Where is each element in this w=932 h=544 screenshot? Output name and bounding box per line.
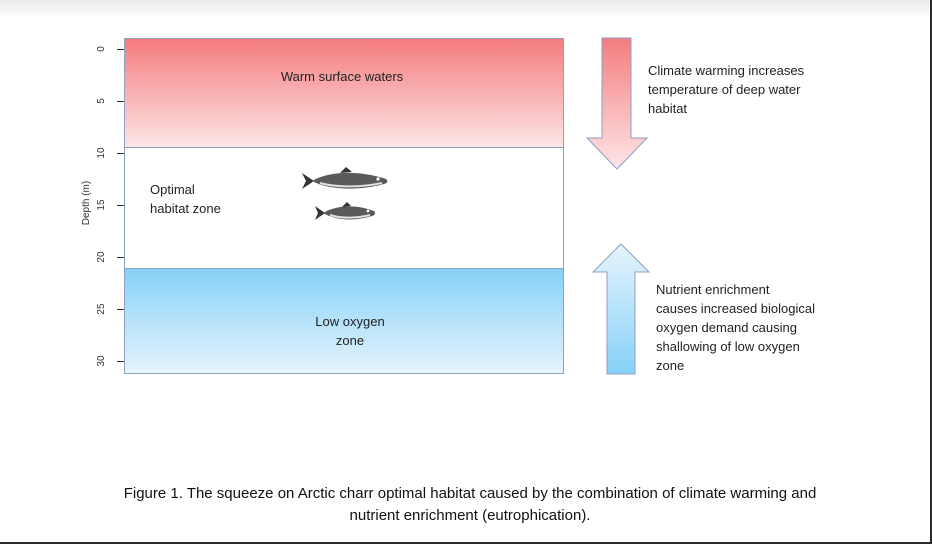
tick-mark (117, 309, 125, 310)
optimal-zone-label: Optimal habitat zone (150, 182, 221, 216)
tick-mark (117, 49, 125, 50)
tick-mark (117, 101, 125, 102)
top-shade (0, 0, 930, 18)
low-oxygen-zone (124, 268, 564, 374)
warm-zone-label: Warm surface waters (280, 69, 404, 84)
tick-mark (117, 361, 125, 362)
warm-surface-zone (124, 38, 564, 148)
tick-label: 5 (96, 98, 107, 104)
tick-label: 20 (96, 251, 107, 263)
tick-label: 10 (96, 147, 107, 159)
tick-label: 15 (96, 199, 107, 211)
tick-label: 25 (96, 303, 107, 315)
up-arrow-icon (591, 243, 651, 375)
nutrient-enrichment-note: Nutrient enrichment causes increased bio… (656, 282, 815, 373)
down-arrow-icon (585, 37, 649, 170)
climate-warming-note: Climate warming increases temperature of… (648, 63, 805, 116)
figure-caption: Figure 1. The squeeze on Arctic charr op… (123, 485, 817, 524)
fish-icon (302, 167, 388, 189)
tick-mark (117, 257, 125, 258)
low-oxygen-zone-label: Low oxygen zone (315, 314, 385, 348)
fish-icon (315, 202, 376, 220)
tick-mark (117, 205, 125, 206)
y-axis-label: Depth (m) (81, 180, 92, 226)
tick-label: 0 (96, 46, 107, 52)
tick-label: 30 (96, 355, 107, 367)
tick-mark (117, 153, 125, 154)
